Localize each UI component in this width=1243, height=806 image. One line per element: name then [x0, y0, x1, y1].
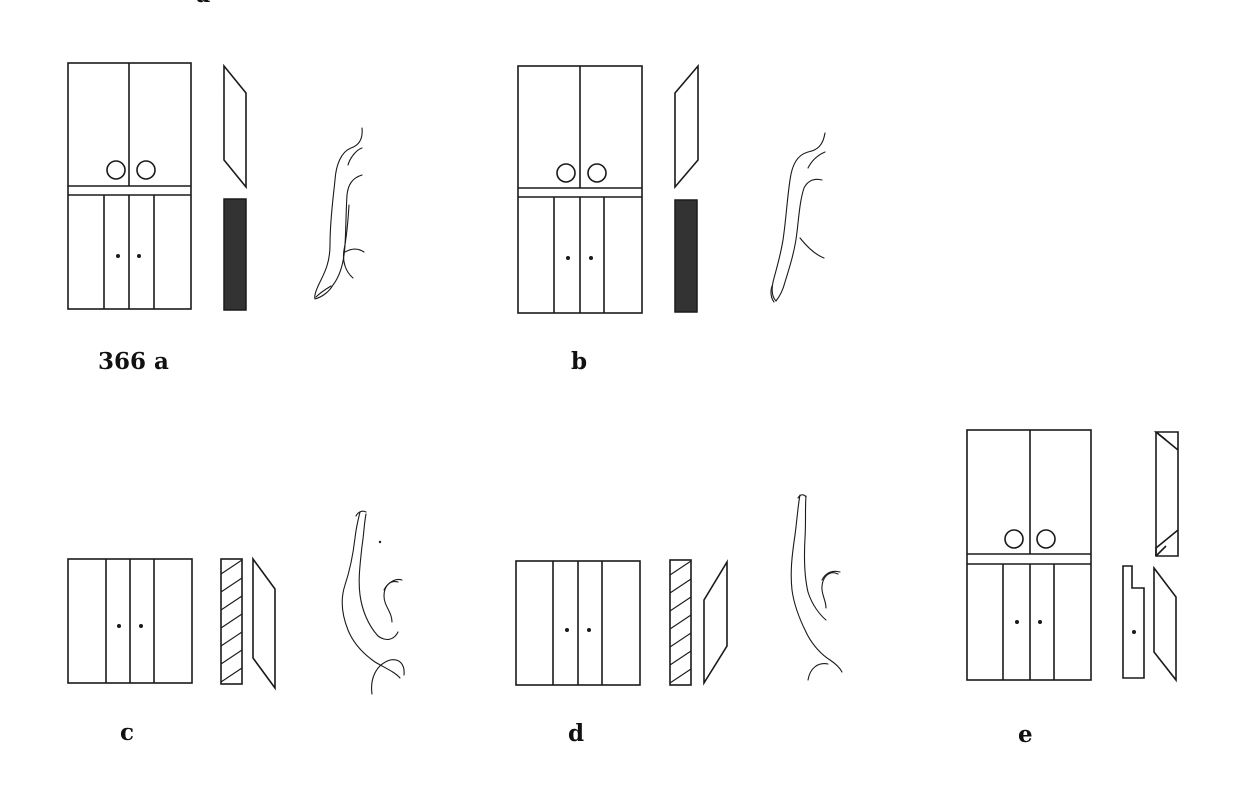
side-view-c [220, 556, 276, 691]
caption-e: e [1018, 721, 1033, 748]
knob-left [556, 163, 576, 183]
caption-c: c [120, 719, 135, 746]
side-view-b [674, 63, 699, 313]
top-fragment-text: a [196, 0, 210, 8]
panel-c [67, 510, 405, 695]
knob-left [1004, 529, 1024, 549]
arm-sketch-a [314, 127, 365, 300]
panel-e [966, 429, 1179, 683]
panel-d [515, 494, 843, 686]
arm-sketch-c [341, 510, 405, 695]
arm-sketch-b [770, 132, 826, 303]
panel-a [67, 62, 365, 311]
cabinet-front-e [966, 429, 1092, 681]
caption-b: b [571, 348, 588, 375]
cabinet-front-d [515, 560, 641, 686]
knob-right [1036, 529, 1056, 549]
cabinet-front-c [67, 558, 193, 684]
caption-d: d [568, 720, 585, 747]
knob-right [136, 160, 156, 180]
side-view-d [669, 559, 728, 686]
panel-b [517, 63, 826, 314]
side-view-e [1122, 431, 1179, 683]
side-view-a [223, 63, 247, 311]
cabinet-front-b [517, 65, 643, 314]
cabinet-front-a [67, 62, 192, 310]
arm-sketch-d [790, 494, 843, 681]
caption-366a: 366 a [98, 348, 169, 375]
knob-right [587, 163, 607, 183]
knob-left [106, 160, 126, 180]
